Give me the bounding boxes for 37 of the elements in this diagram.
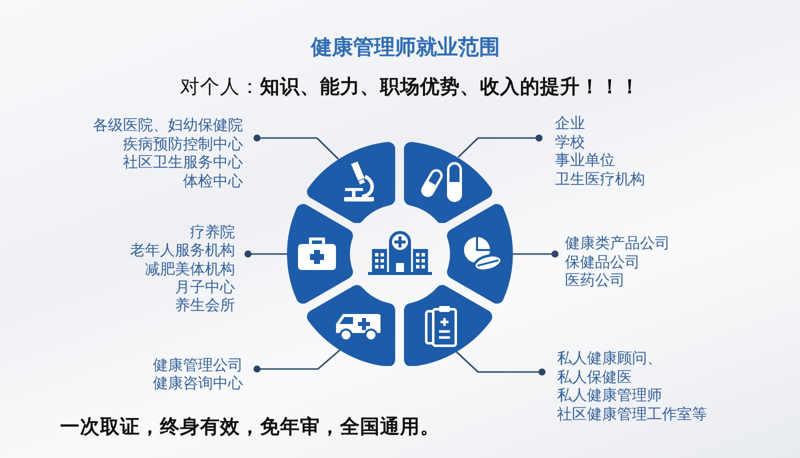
- workplace-text: 学校: [555, 132, 585, 152]
- workplace-text: 保健品公司: [565, 252, 640, 271]
- ring-segment: [404, 284, 493, 366]
- workplace-text: 事业单位: [555, 151, 615, 170]
- leader-line: [254, 349, 341, 372]
- workplace-text: 社区卫生服务中心: [123, 153, 243, 172]
- ring-segment: [307, 142, 396, 224]
- subtitle-text: 对个人：知识、能力、职场优势、收入的提升！！！: [180, 74, 640, 100]
- leader-line: [244, 250, 287, 258]
- workplace-text: 疗养院: [190, 223, 235, 242]
- slogan-text: 一次取证，终身有效，免年审，全国通用。: [60, 414, 440, 440]
- workplace-text: 健康类产品公司: [565, 234, 670, 252]
- workplace-text: 卫生医疗机构: [555, 170, 645, 189]
- workplace-text: 老年人服务机构: [130, 241, 235, 260]
- workplace-text: 各级医院、妇幼保健院: [93, 116, 243, 134]
- workplace-text: 健康咨询中心: [153, 374, 243, 392]
- workplace-text: 私人保健医: [557, 368, 632, 386]
- ring-segment: [404, 142, 493, 224]
- leader-line: [456, 351, 546, 376]
- title-text: 健康管理师就业范围: [311, 34, 500, 61]
- workplace-text: 私人健康管理师: [557, 386, 662, 406]
- workplace-text: 养生会所: [175, 296, 235, 314]
- workplace-text: 社区健康管理工作室等: [557, 405, 707, 424]
- workplace-text: 健康管理公司: [153, 356, 243, 374]
- workplace-text: 疾病预防控制中心: [123, 134, 243, 153]
- ring-segment: [307, 284, 396, 366]
- workplace-text: 医药公司: [565, 271, 625, 290]
- workplace-text: 体检中心: [183, 172, 243, 190]
- ring-segment: [447, 204, 513, 304]
- workplace-text: 私人健康顾问、: [557, 349, 662, 368]
- leader-line: [458, 134, 542, 158]
- workplace-text: 企业: [555, 114, 585, 133]
- workplace-text: 月子中心: [175, 278, 235, 296]
- ring-segment: [287, 204, 353, 304]
- leader-line: [513, 250, 558, 258]
- leader-line: [254, 134, 340, 160]
- workplace-text: 减肥美体机构: [145, 260, 235, 278]
